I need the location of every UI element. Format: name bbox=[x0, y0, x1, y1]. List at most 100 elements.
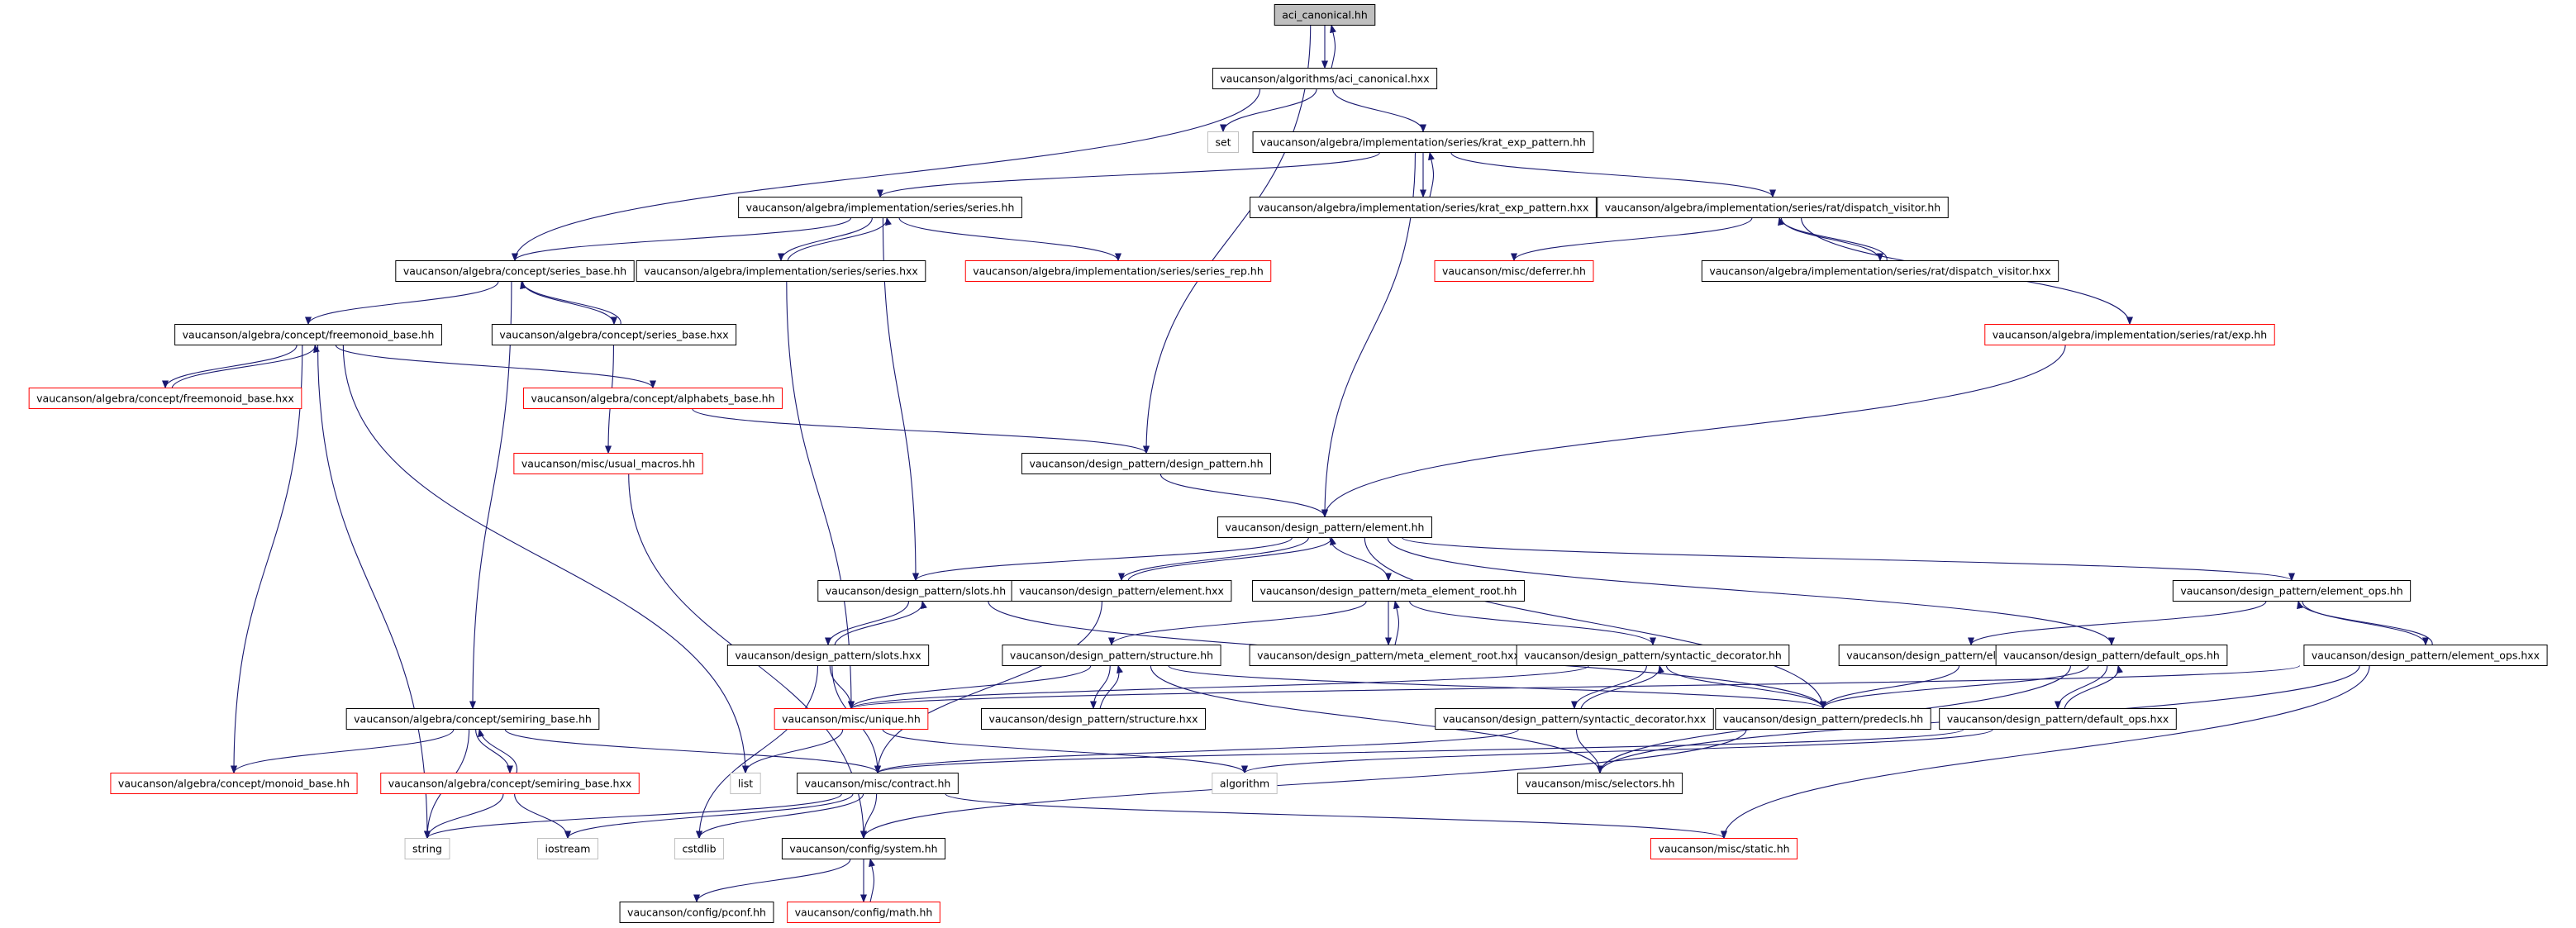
dependency-edge bbox=[1108, 601, 1367, 646]
graph-node[interactable]: vaucanson/algebra/implementation/series/… bbox=[636, 260, 926, 282]
graph-node-label: vaucanson/design_pattern/structure.hxx bbox=[988, 713, 1198, 726]
dependency-edge bbox=[1099, 664, 1123, 709]
graph-node-label: vaucanson/algebra/implementation/series/… bbox=[1993, 329, 2267, 341]
graph-node[interactable]: vaucanson/design_pattern/slots.hxx bbox=[726, 645, 930, 666]
graph-node-label: vaucanson/design_pattern/element.hh bbox=[1226, 521, 1425, 534]
dependency-edge bbox=[162, 345, 298, 389]
graph-node[interactable]: vaucanson/algebra/concept/monoid_base.hh bbox=[110, 773, 358, 794]
graph-node[interactable]: vaucanson/design_pattern/syntactic_decor… bbox=[1435, 708, 1714, 730]
dependency-edge bbox=[305, 281, 499, 326]
graph-node[interactable]: vaucanson/config/math.hh bbox=[787, 902, 940, 923]
graph-node[interactable]: vaucanson/config/pconf.hh bbox=[619, 902, 774, 923]
dependency-edge bbox=[504, 729, 881, 774]
graph-node-label: vaucanson/algebra/concept/semiring_base.… bbox=[388, 778, 632, 790]
graph-node-label: vaucanson/algebra/implementation/series/… bbox=[973, 265, 1264, 278]
graph-node[interactable]: vaucanson/algebra/implementation/series/… bbox=[738, 197, 1022, 218]
graph-node[interactable]: vaucanson/design_pattern/syntactic_decor… bbox=[1516, 645, 1790, 666]
graph-node[interactable]: vaucanson/algorithms/aci_canonical.hxx bbox=[1212, 68, 1438, 89]
graph-node[interactable]: vaucanson/design_pattern/structure.hxx bbox=[980, 708, 1207, 730]
graph-node-label: vaucanson/misc/static.hh bbox=[1658, 843, 1789, 855]
graph-node-box bbox=[1650, 838, 1798, 859]
dependency-edge bbox=[912, 537, 1293, 582]
graph-node[interactable]: vaucanson/design_pattern/element_ops.hxx bbox=[2303, 645, 2548, 666]
graph-node-box bbox=[730, 773, 761, 794]
graph-node[interactable]: vaucanson/design_pattern/element_ops.hh bbox=[2172, 580, 2412, 602]
graph-node[interactable]: vaucanson/design_pattern/meta_element_ro… bbox=[1249, 645, 1528, 666]
graph-node-box bbox=[380, 773, 640, 794]
graph-node[interactable]: vaucanson/misc/contract.hh bbox=[797, 773, 959, 794]
graph-node-box bbox=[781, 838, 946, 859]
dependency-nodes: aci_canonical.hh vaucanson/algorithms/aci… bbox=[28, 4, 2548, 923]
graph-node[interactable]: vaucanson/misc/selectors.hh bbox=[1517, 773, 1683, 794]
graph-node-label: vaucanson/algebra/concept/series_base.hx… bbox=[499, 329, 728, 341]
graph-node-label: vaucanson/misc/contract.hh bbox=[805, 778, 951, 790]
graph-node-box bbox=[395, 260, 635, 282]
graph-node: cstdlib bbox=[674, 838, 725, 859]
graph-node[interactable]: vaucanson/algebra/implementation/series/… bbox=[1250, 197, 1597, 218]
graph-node-label: vaucanson/algebra/concept/monoid_base.hh bbox=[118, 778, 350, 790]
graph-node[interactable]: vaucanson/algebra/concept/freemonoid_bas… bbox=[28, 388, 302, 409]
graph-node-box bbox=[1597, 197, 1949, 218]
graph-node[interactable]: vaucanson/design_pattern/default_ops.hxx bbox=[1939, 708, 2177, 730]
graph-node[interactable]: vaucanson/algebra/implementation/series/… bbox=[1597, 197, 1949, 218]
graph-node-label: vaucanson/design_pattern/element.hxx bbox=[1019, 585, 1224, 597]
dependency-edge bbox=[1220, 88, 1317, 133]
graph-node-label: vaucanson/design_pattern/structure.hh bbox=[1010, 650, 1213, 662]
graph-node-box bbox=[491, 324, 737, 345]
graph-node[interactable]: vaucanson/design_pattern/meta_element_ro… bbox=[1252, 580, 1525, 602]
dependency-edge bbox=[874, 601, 1102, 774]
graph-node-label: vaucanson/design_pattern/design_pattern.… bbox=[1029, 458, 1263, 470]
graph-node[interactable]: vaucanson/design_pattern/element.hxx bbox=[1011, 580, 1232, 602]
graph-node-box bbox=[1715, 708, 1931, 730]
dependency-edge bbox=[335, 345, 656, 389]
graph-node-label: vaucanson/misc/unique.hh bbox=[782, 713, 921, 726]
graph-node[interactable]: vaucanson/design_pattern/predecls.hh bbox=[1715, 708, 1931, 730]
dependency-edge bbox=[2055, 665, 2108, 710]
graph-node[interactable]: vaucanson/config/system.hh bbox=[781, 838, 946, 859]
graph-node[interactable]: vaucanson/algebra/implementation/series/… bbox=[964, 260, 1272, 282]
graph-node[interactable]: vaucanson/design_pattern/design_pattern.… bbox=[1021, 453, 1272, 474]
graph-node-label: vaucanson/design_pattern/syntactic_decor… bbox=[1524, 650, 1782, 662]
graph-node[interactable]: vaucanson/design_pattern/structure.hh bbox=[1002, 645, 1221, 666]
graph-node[interactable]: vaucanson/algebra/concept/series_base.hh bbox=[395, 260, 635, 282]
dependency-edge bbox=[342, 345, 749, 774]
dependency-edge bbox=[1330, 24, 1336, 69]
graph-node[interactable]: vaucanson/algebra/concept/freemonoid_bas… bbox=[174, 324, 442, 345]
dependency-edge bbox=[520, 280, 621, 325]
dependency-edge bbox=[848, 665, 1092, 710]
graph-node[interactable]: vaucanson/design_pattern/default_ops.hh bbox=[1995, 645, 2228, 666]
dependency-edge bbox=[1968, 601, 2267, 646]
graph-node[interactable]: vaucanson/misc/usual_macros.hh bbox=[513, 453, 703, 474]
graph-node-box bbox=[1250, 197, 1597, 218]
graph-node-box bbox=[774, 708, 929, 730]
graph-node[interactable]: vaucanson/algebra/implementation/series/… bbox=[1701, 260, 2059, 282]
graph-node[interactable]: vaucanson/misc/static.hh bbox=[1650, 838, 1798, 859]
graph-node-label: vaucanson/design_pattern/syntactic_decor… bbox=[1443, 713, 1707, 726]
graph-node[interactable]: vaucanson/algebra/concept/semiring_base.… bbox=[345, 708, 600, 730]
graph-node-label: vaucanson/algorithms/aci_canonical.hxx bbox=[1220, 73, 1429, 85]
graph-node-label: vaucanson/algebra/implementation/series/… bbox=[1260, 136, 1586, 149]
graph-node[interactable]: vaucanson/algebra/concept/series_base.hx… bbox=[491, 324, 737, 345]
graph-node[interactable]: vaucanson/algebra/implementation/series/… bbox=[1252, 131, 1594, 153]
dependency-edge bbox=[869, 858, 875, 902]
graph-node[interactable]: vaucanson/design_pattern/slots.hh bbox=[817, 580, 1014, 602]
dependency-edge bbox=[478, 728, 517, 773]
graph-node[interactable]: vaucanson/algebra/implementation/series/… bbox=[1984, 324, 2275, 345]
dependency-edge bbox=[945, 793, 1727, 840]
dependency-edge bbox=[1511, 217, 1753, 262]
graph-node-label: aci_canonical.hh bbox=[1282, 9, 1368, 21]
graph-node-box bbox=[1995, 645, 2228, 666]
graph-node[interactable]: vaucanson/misc/unique.hh bbox=[774, 708, 929, 730]
dependency-edge bbox=[786, 281, 855, 710]
graph-node-label: vaucanson/algebra/implementation/series/… bbox=[644, 265, 918, 278]
graph-node-label: iostream bbox=[545, 843, 591, 855]
dependency-edge bbox=[696, 793, 864, 840]
graph-node-label: vaucanson/algebra/implementation/series/… bbox=[1605, 202, 1941, 214]
graph-node-label: vaucanson/misc/usual_macros.hh bbox=[521, 458, 695, 470]
graph-node-label: vaucanson/design_pattern/meta_element_ro… bbox=[1260, 585, 1517, 597]
graph-node[interactable]: vaucanson/misc/deferrer.hh bbox=[1434, 260, 1594, 282]
graph-node[interactable]: vaucanson/design_pattern/element.hh bbox=[1217, 516, 1432, 538]
graph-node[interactable]: vaucanson/algebra/concept/alphabets_base… bbox=[522, 388, 783, 409]
graph-node[interactable]: vaucanson/algebra/concept/semiring_base.… bbox=[380, 773, 640, 794]
graph-node-box bbox=[1516, 645, 1790, 666]
